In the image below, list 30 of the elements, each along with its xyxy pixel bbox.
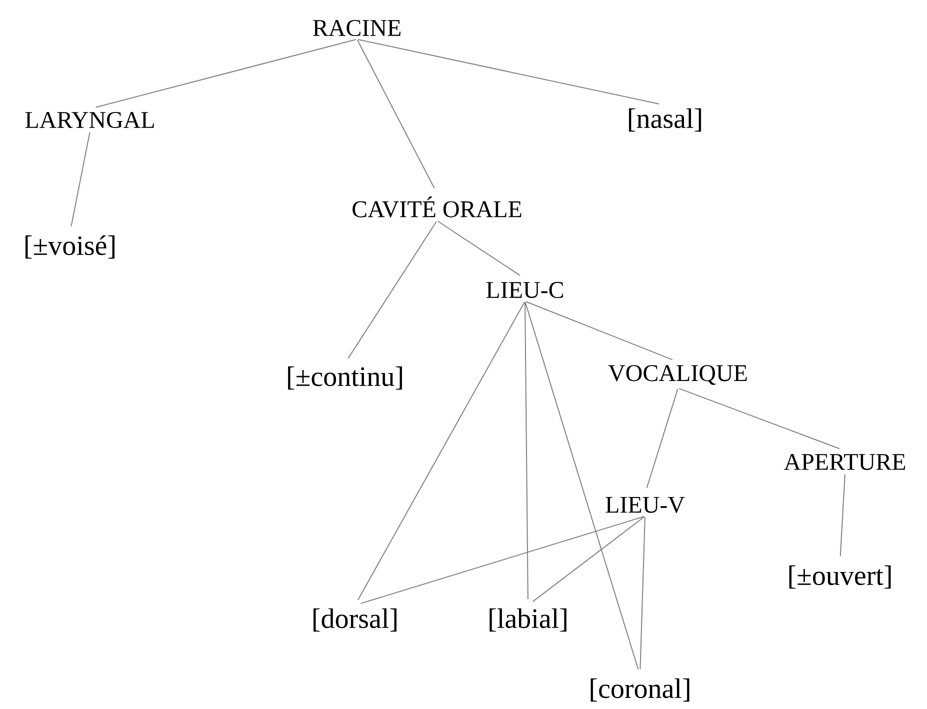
tree-branch — [646, 388, 678, 489]
tree-branch — [532, 516, 645, 602]
feature-label: RACINE — [313, 20, 400, 36]
feature-label: LIEU-V — [606, 496, 685, 514]
tree-branch — [524, 302, 639, 670]
feature-label: APERTURE — [784, 454, 906, 470]
tree-branch — [95, 39, 357, 108]
tree-branch — [437, 220, 520, 276]
feature-label: [±ouvert] — [789, 565, 891, 589]
feature-label: [nasal] — [628, 108, 702, 132]
feature-label: VOCALIQUE — [608, 365, 747, 385]
tree-branch — [524, 302, 528, 600]
feature-label: [±voisé] — [26, 235, 114, 259]
tree-branch — [356, 40, 435, 188]
feature-label: [coronal] — [590, 678, 690, 702]
tree-branch — [525, 301, 673, 360]
tree-branch — [640, 516, 646, 670]
tree-branch — [678, 388, 840, 450]
feature-label: [dorsal] — [314, 608, 396, 632]
tree-branch — [357, 302, 526, 600]
feature-label: [labial] — [490, 608, 566, 632]
tree-branch — [348, 221, 437, 359]
tree-branch — [360, 516, 645, 604]
feature-label: [±continu] — [288, 366, 402, 390]
feature-label: CAVITÉ ORALE — [352, 196, 522, 218]
feature-label: LIEU-C — [486, 282, 563, 298]
tree-branch — [840, 474, 846, 557]
feature-label: LARYNGAL — [25, 112, 154, 128]
tree-branch — [357, 38, 660, 104]
tree-branch — [70, 132, 90, 227]
